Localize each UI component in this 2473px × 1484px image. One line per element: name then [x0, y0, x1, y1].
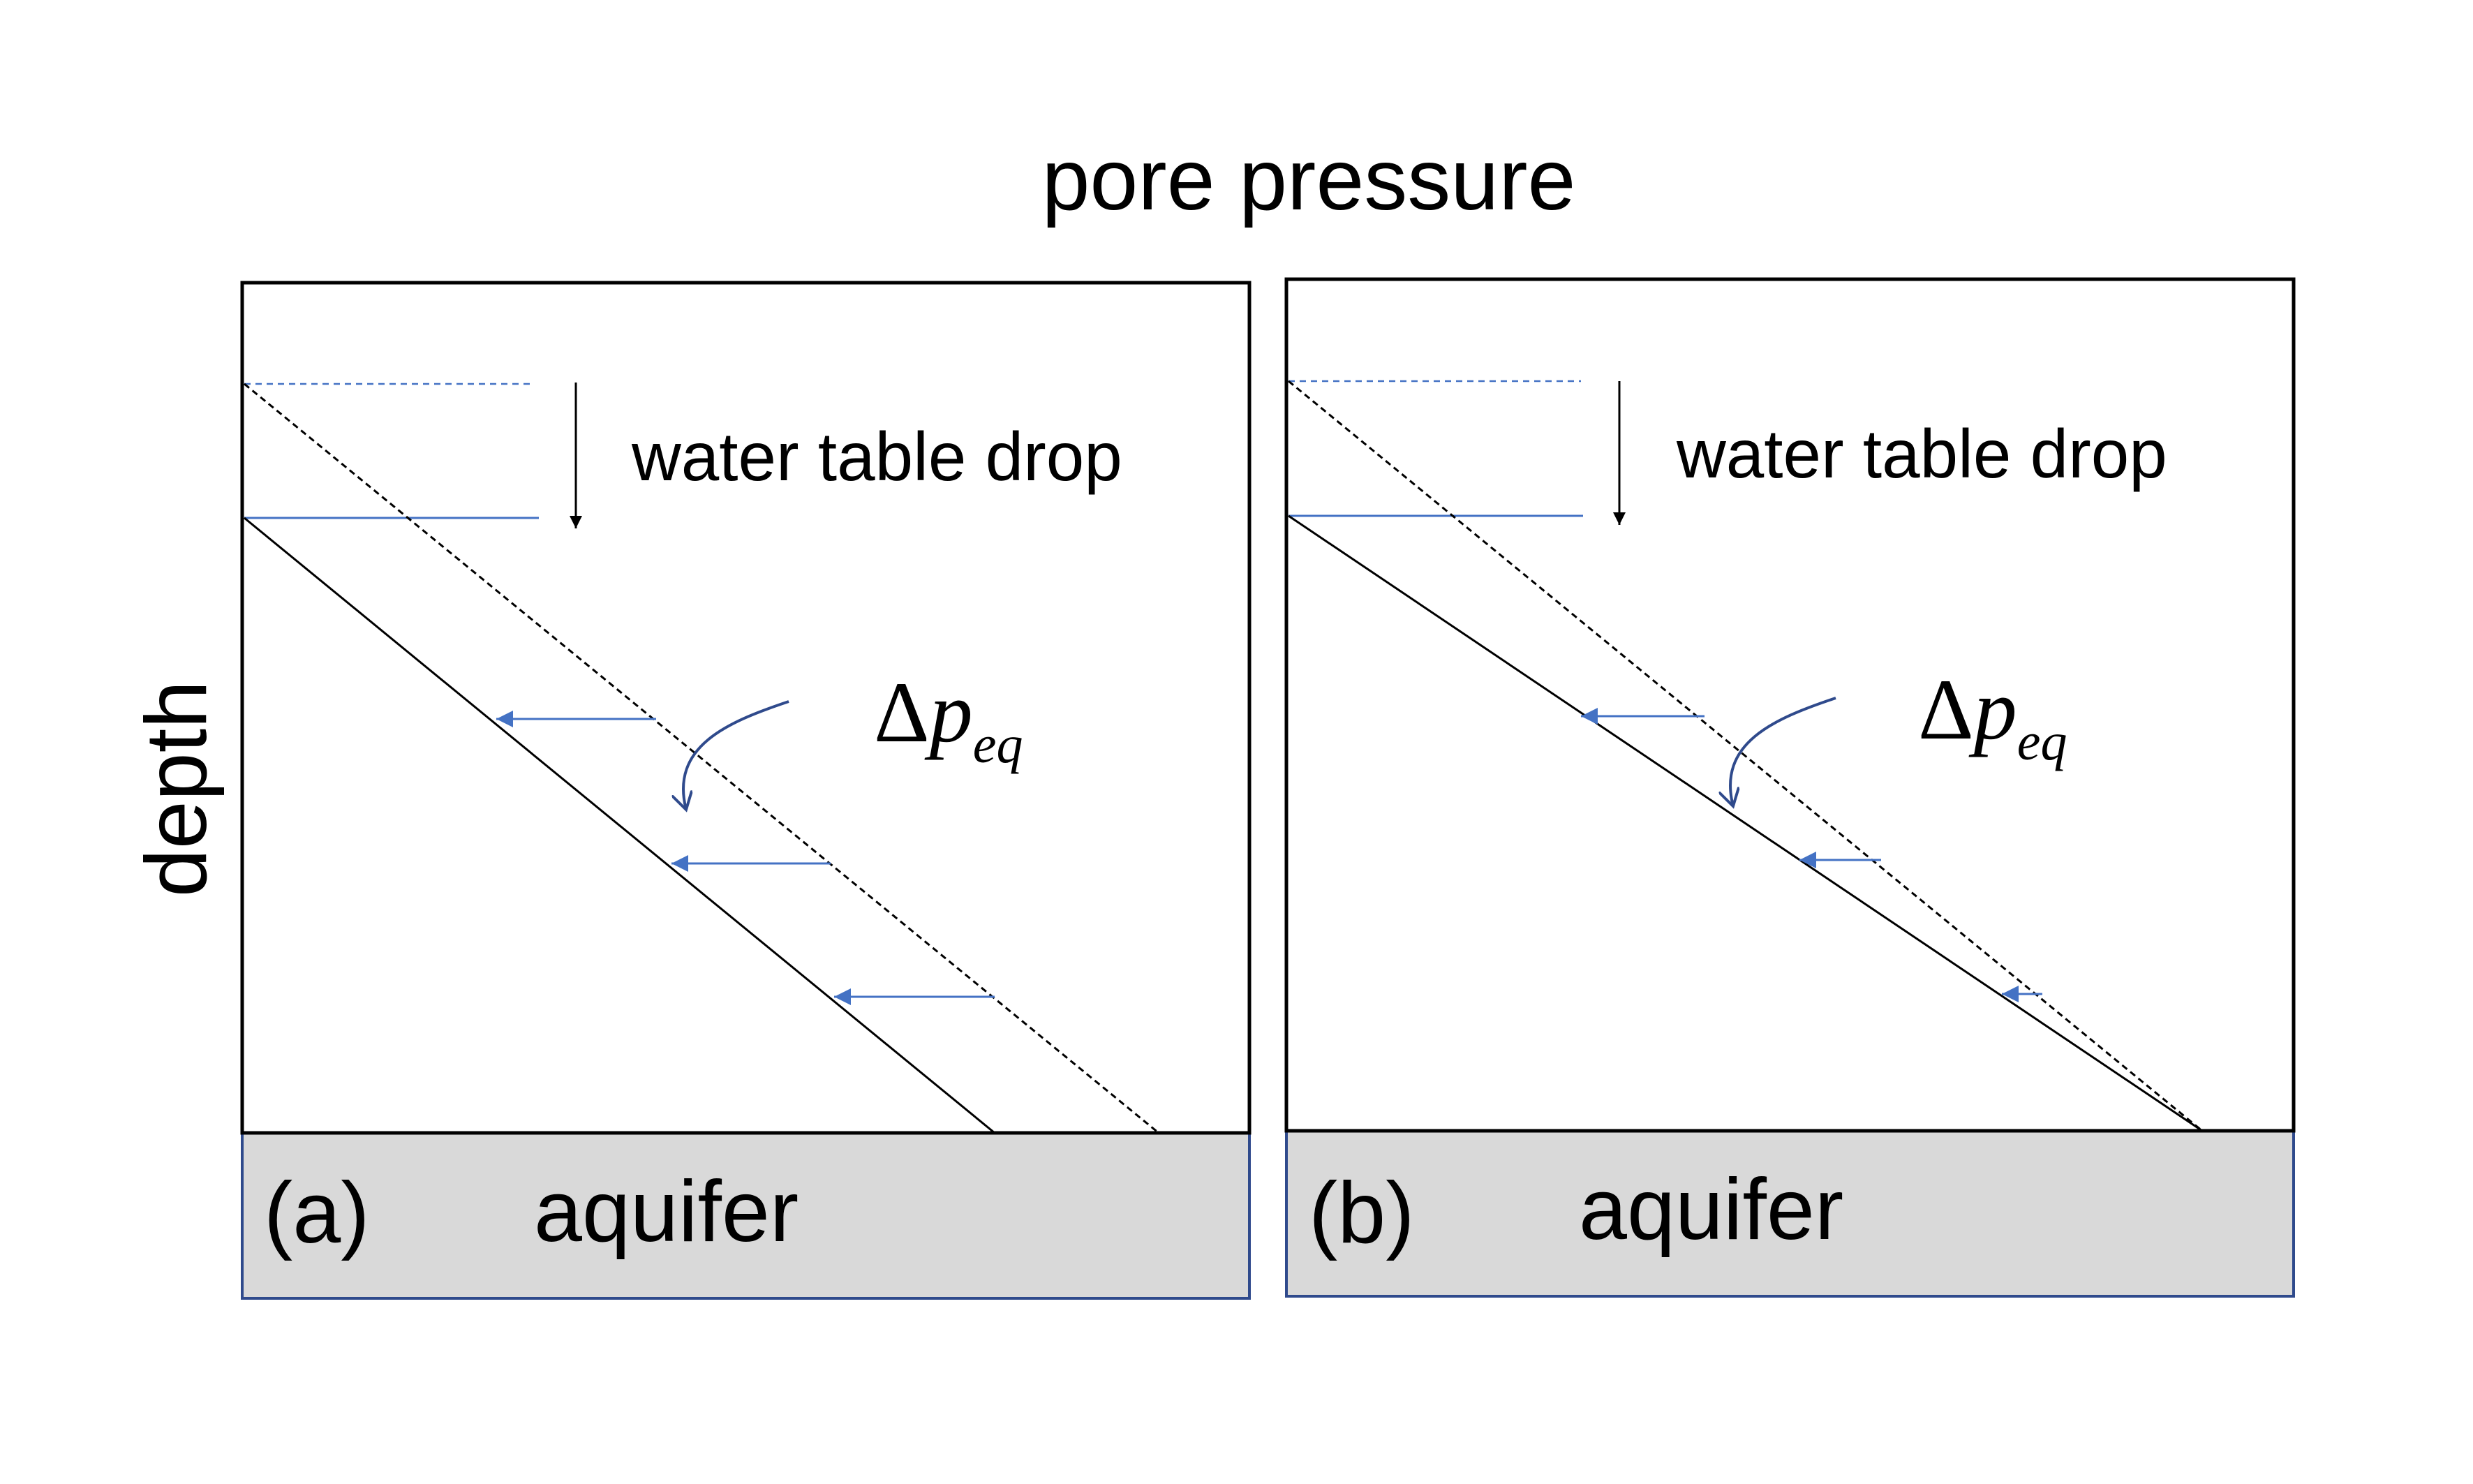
- delta-variable: p: [1968, 662, 2017, 757]
- panel-a: water table drop Δpeq (a) aquifer: [240, 281, 1252, 1300]
- delta-subscript: eq: [2017, 713, 2067, 771]
- panel-b-aquifer: [1285, 1129, 2295, 1298]
- top-axis-label: pore pressure: [1041, 132, 1575, 228]
- panel-b: water table drop Δpeq (b) aquifer: [1284, 277, 2296, 1298]
- panel-b-curved-arrow: [1730, 697, 1836, 806]
- panel-b-water-table-drop-label: water table drop: [1676, 415, 2167, 492]
- panel-a-aquifer: [241, 1131, 1251, 1300]
- panel-b-delta-peq-label: Δpeq: [1918, 662, 2067, 771]
- panel-a-frame: [240, 281, 1252, 1135]
- delta-symbol: Δ: [1918, 662, 1974, 757]
- panel-b-label: (b): [1309, 1165, 1415, 1261]
- delta-subscript: eq: [973, 715, 1023, 774]
- panel-b-aquifer-label: aquifer: [1579, 1162, 1843, 1258]
- panel-b-new-pressure-profile: [1288, 514, 2203, 1132]
- delta-symbol: Δ: [874, 665, 930, 760]
- panel-a-label: (a): [264, 1165, 370, 1261]
- delta-variable: p: [924, 665, 973, 760]
- panel-b-initial-pressure-profile: [1288, 380, 2203, 1132]
- panel-a-delta-peq-label: Δpeq: [874, 665, 1023, 774]
- panel-a-water-table-drop-label: water table drop: [631, 418, 1122, 495]
- left-axis-label: depth: [128, 681, 225, 897]
- panel-b-frame: [1284, 277, 2296, 1133]
- panel-a-new-pressure-profile: [244, 517, 995, 1134]
- panel-a-initial-pressure-profile: [244, 383, 1159, 1134]
- panel-a-curved-arrow: [683, 700, 789, 810]
- panel-a-aquifer-label: aquifer: [534, 1164, 799, 1260]
